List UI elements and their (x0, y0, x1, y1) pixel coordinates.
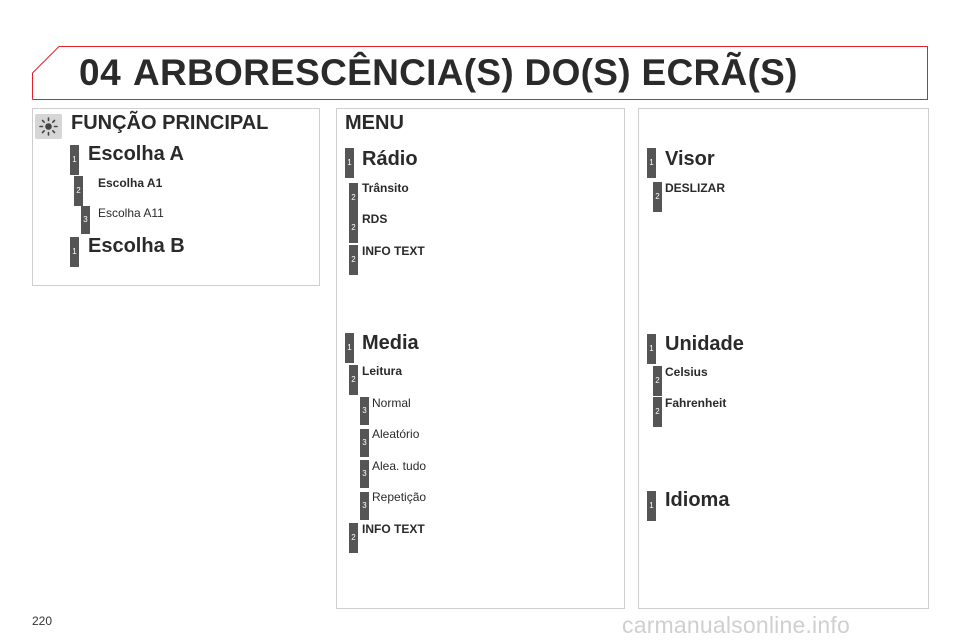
display-item: Visor (665, 148, 715, 170)
level-marker: 2 (349, 365, 358, 395)
level-marker: 1 (345, 333, 354, 363)
choice-a11: Escolha A11 (98, 206, 164, 220)
playback-item: Leitura (362, 364, 403, 378)
random-item: Aleatório (372, 427, 420, 441)
units-item: Unidade (665, 333, 744, 355)
settings-panel (638, 108, 929, 609)
main-function-title: FUNÇÃO PRINCIPAL (71, 112, 269, 134)
page-number: 220 (32, 614, 53, 628)
level-marker: 1 (647, 491, 656, 521)
random-all-item: Alea. tudo (372, 459, 427, 473)
fahrenheit-item: Fahrenheit (665, 396, 727, 410)
level-marker: 2 (349, 213, 358, 243)
level-marker: 3 (360, 429, 369, 457)
media-item: Media (362, 332, 419, 354)
header-frame (32, 46, 928, 100)
level-marker: 1 (70, 145, 79, 175)
level-marker: 3 (360, 397, 369, 425)
level-marker: 1 (345, 148, 354, 178)
level-marker: 3 (81, 206, 90, 234)
level-marker: 2 (653, 182, 662, 212)
repeat-item: Repetição (372, 490, 427, 504)
info-text-item: INFO TEXT (362, 244, 425, 258)
choice-a: Escolha A (88, 143, 184, 165)
level-marker: 1 (647, 148, 656, 178)
level-marker: 2 (349, 183, 358, 213)
level-marker: 3 (360, 492, 369, 520)
level-marker: 3 (360, 460, 369, 488)
watermark: carmanualsonline.info (622, 612, 850, 638)
traffic-item: Trânsito (362, 181, 409, 195)
language-item: Idioma (665, 489, 730, 511)
level-marker: 1 (70, 237, 79, 267)
scroll-item: DESLIZAR (665, 181, 725, 195)
choice-b: Escolha B (88, 235, 185, 257)
level-marker: 2 (349, 523, 358, 553)
media-info-text-item: INFO TEXT (362, 522, 425, 536)
level-marker: 1 (647, 334, 656, 364)
menu-panel (336, 108, 625, 609)
normal-item: Normal (372, 396, 411, 410)
level-marker: 2 (349, 245, 358, 275)
main-function-panel (32, 108, 320, 286)
celsius-item: Celsius (665, 365, 708, 379)
rds-item: RDS (362, 212, 388, 226)
menu-title: MENU (345, 112, 404, 134)
sun-icon (35, 114, 62, 139)
chapter-title: ARBORESCÊNCIA(S) DO(S) ECRÃ(S) (133, 52, 798, 93)
level-marker: 2 (653, 366, 662, 396)
level-marker: 2 (653, 397, 662, 427)
chapter-number: 04 (79, 52, 122, 93)
choice-a1: Escolha A1 (98, 176, 163, 190)
level-marker: 2 (74, 176, 83, 206)
radio-item: Rádio (362, 148, 418, 170)
